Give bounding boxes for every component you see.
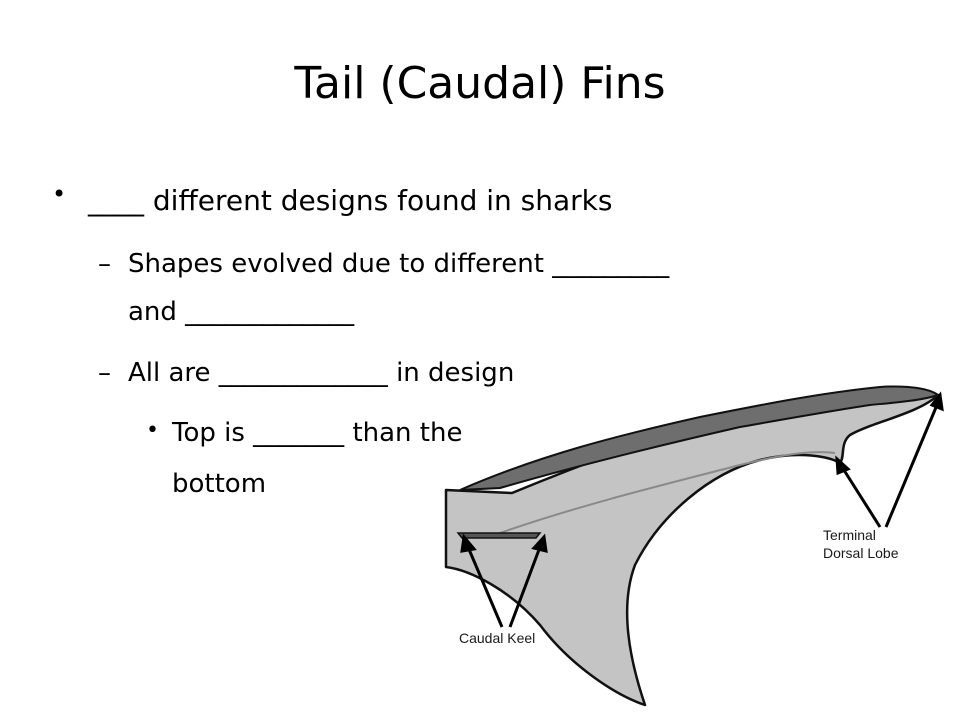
sub-bullet-1-line1: Shapes evolved due to different ________… xyxy=(128,249,670,279)
caudal-fin-diagram: Caudal Keel Terminal Dorsal Lobe xyxy=(440,365,960,720)
bullet-dot-icon: • xyxy=(52,180,67,208)
shark-tail-illustration xyxy=(444,385,944,707)
sub-sub-bullet-line1: Top is _______ than the xyxy=(172,418,463,448)
sub-bullet-2: All are _____________ in design xyxy=(128,358,515,388)
sub-bullet-1-line2: and _____________ xyxy=(128,297,355,327)
dash-icon: – xyxy=(98,249,111,279)
bullet-level1: ____ different designs found in sharks xyxy=(88,184,613,217)
sub-sub-bullet-line2: bottom xyxy=(172,469,267,499)
keel-pointer-arrows xyxy=(460,533,548,628)
dash-icon: – xyxy=(98,358,111,388)
terminal-dorsal-lobe-label-line2: Dorsal Lobe xyxy=(823,545,899,561)
caudal-keel-label: Caudal Keel xyxy=(459,630,536,646)
terminal-dorsal-lobe-label-line1: Terminal xyxy=(823,527,876,543)
bullet-dot-icon: • xyxy=(146,418,159,443)
internal-line xyxy=(499,451,836,534)
dorsal-lobe xyxy=(459,385,941,491)
slide-title: Tail (Caudal) Fins xyxy=(294,58,666,109)
lobe-pointer-arrows xyxy=(835,391,944,528)
caudal-keel-mark xyxy=(456,532,542,539)
